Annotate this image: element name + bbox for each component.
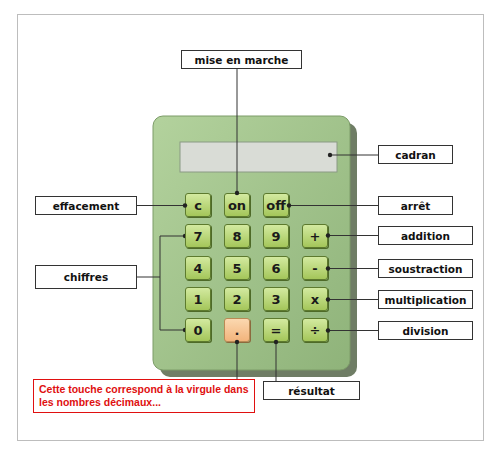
node-text: 1 [193, 292, 202, 307]
node-text: . [235, 323, 240, 338]
callout-box: soustraction [378, 259, 473, 278]
leader-dot [287, 203, 291, 207]
leader-line [237, 69, 238, 193]
frame [18, 15, 484, 441]
leader-line [330, 155, 378, 156]
calculator-key: 6 [263, 256, 289, 280]
node-text: soustraction [388, 263, 462, 275]
leader-line [328, 268, 378, 269]
callout-box: division [378, 321, 473, 340]
calculator-key: - [302, 256, 328, 280]
calculator-key: off [263, 193, 289, 217]
node-text: = [271, 323, 282, 338]
leader-line [137, 205, 185, 206]
node-text: c [194, 198, 202, 213]
node-text: résultat [288, 385, 335, 397]
node-text: 7 [193, 229, 202, 244]
leader-dot [326, 297, 330, 301]
calculator-key: 4 [185, 256, 211, 280]
node-text: Cette touche correspond à la virgule dan… [39, 383, 249, 409]
node-text: 3 [271, 292, 280, 307]
node-text: 9 [271, 229, 280, 244]
calculator-key: . [224, 318, 250, 342]
node-text: 4 [193, 261, 202, 276]
leader-dot [183, 203, 187, 207]
node-text: x [311, 292, 319, 307]
note-box: Cette touche correspond à la virgule dan… [33, 379, 255, 413]
node-text: 2 [232, 292, 241, 307]
node-text: + [310, 229, 321, 244]
callout-box: chiffres [35, 265, 137, 289]
node-text: addition [401, 230, 450, 242]
screen [180, 142, 337, 172]
callout-box: multiplication [378, 290, 473, 309]
leader-line [276, 342, 277, 381]
leader-line [328, 330, 378, 331]
calculator-key: = [263, 318, 289, 342]
leader-dot [326, 266, 330, 270]
callout-box: résultat [263, 381, 360, 400]
node-text: cadran [395, 149, 436, 161]
calculator-key: 9 [263, 224, 289, 248]
calculator-key: c [185, 193, 211, 217]
calculator-key: 1 [185, 287, 211, 311]
calculator-body [153, 116, 350, 370]
node-text: 5 [232, 261, 241, 276]
node-text: - [312, 261, 317, 276]
leader-dot [328, 153, 332, 157]
calculator-key: ÷ [302, 318, 328, 342]
node-text: division [402, 325, 448, 337]
node-text: effacement [53, 200, 120, 212]
callout-box: arrêt [378, 196, 453, 215]
calculator-key: 7 [185, 224, 211, 248]
calculator-key: on [224, 193, 250, 217]
calculator-key: x [302, 287, 328, 311]
bracket [137, 236, 185, 330]
calculator-key: 8 [224, 224, 250, 248]
calculator-key: 5 [224, 256, 250, 280]
node-text: on [228, 198, 246, 213]
callout-box: addition [378, 226, 473, 245]
node-text: multiplication [385, 294, 467, 306]
callout-box: mise en marche [181, 50, 302, 69]
node-text: chiffres [64, 271, 108, 283]
leader-line [328, 299, 378, 300]
node-text: off [266, 198, 285, 213]
node-text: mise en marche [195, 54, 289, 66]
callout-box: effacement [35, 196, 137, 215]
leader-dot [326, 233, 330, 237]
leader-dot [326, 328, 330, 332]
node-text: 8 [232, 229, 241, 244]
node-text: ÷ [310, 323, 321, 338]
leader-dot [235, 191, 239, 195]
leader-line [237, 342, 238, 379]
leader-line [328, 235, 378, 236]
calculator-key: 2 [224, 287, 250, 311]
calculator-key: 0 [185, 318, 211, 342]
leader-dot [235, 340, 239, 344]
node-text: 0 [193, 323, 202, 338]
node-text: 6 [271, 261, 280, 276]
leader-dot [274, 340, 278, 344]
node-text: arrêt [401, 200, 431, 212]
callout-box: cadran [378, 145, 453, 164]
leader-line [289, 205, 378, 206]
calculator-key: 3 [263, 287, 289, 311]
calculator-key: + [302, 224, 328, 248]
